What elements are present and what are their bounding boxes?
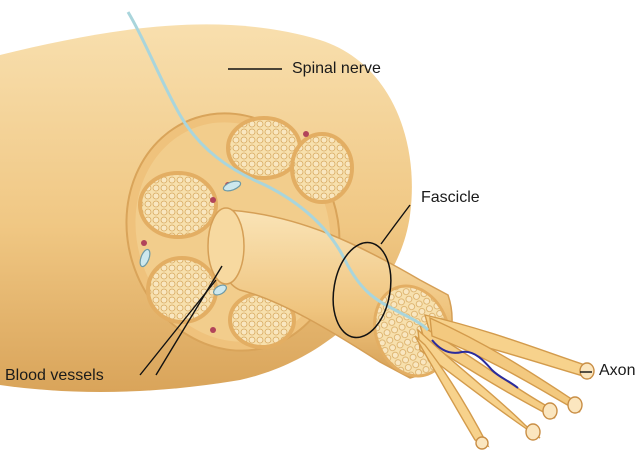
label-axon: Axon — [599, 363, 635, 379]
label-fascicle: Fascicle — [421, 190, 480, 206]
label-spinal-nerve: Spinal nerve — [292, 61, 381, 77]
label-blood-vessels: Blood vessels — [5, 368, 104, 384]
axons — [415, 315, 590, 446]
